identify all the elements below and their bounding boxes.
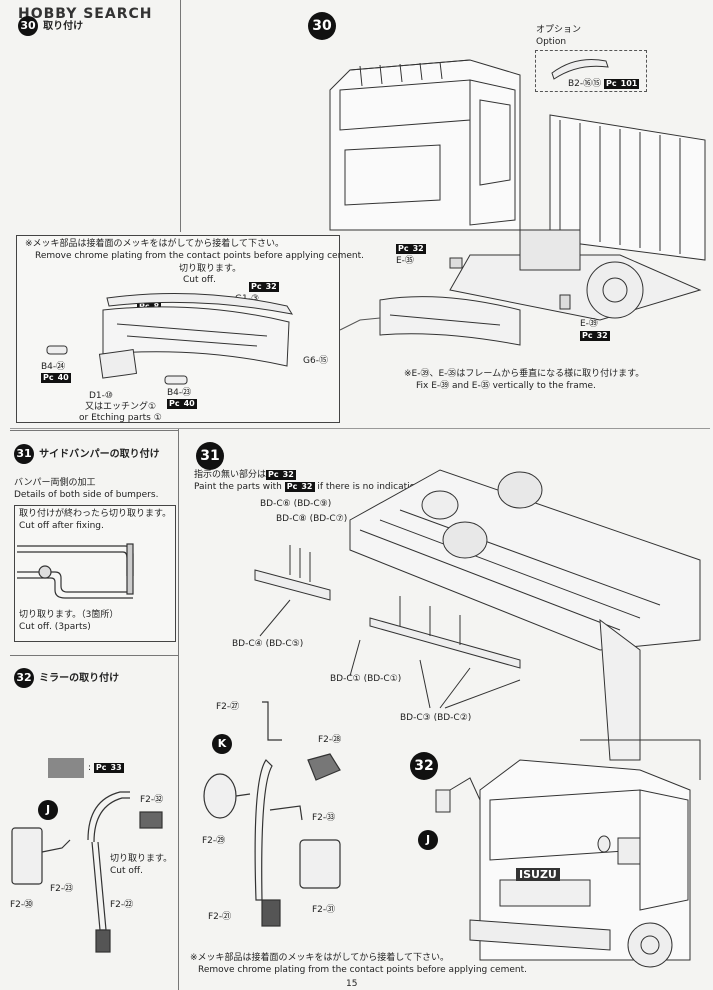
divider (178, 428, 179, 990)
frame-note-jp: ※E-㊴、E-㉟はフレームから垂直になる様に取り付けます。 (404, 369, 645, 379)
step-number: 31 (14, 444, 34, 464)
f30-label: F2-㉚ (10, 900, 34, 910)
g6-label: G6-⑮ (303, 356, 328, 366)
marker-k: K (212, 734, 232, 754)
f22-label: F2-㉒ (110, 900, 134, 910)
cut-en: Cut off. (3parts) (19, 622, 91, 632)
e39-label: E-㊴ (580, 319, 598, 329)
step-title: 取り付け (43, 21, 84, 32)
step-number-31: 31 (196, 442, 224, 470)
f21-label: F2-㉑ (208, 912, 232, 922)
bumper-exploded-drawing (46, 293, 294, 385)
option-label-jp: オプション (536, 25, 582, 35)
color-swatch (48, 758, 84, 778)
mirror-left-drawing (11, 791, 163, 953)
step-number: 30 (18, 16, 38, 36)
side-bumper-detail-box: 取り付けが終わったら切り取ります。 Cut off after fixing. … (14, 505, 176, 642)
f32-label: F2-㉜ (140, 795, 164, 805)
divider (10, 655, 178, 656)
b4-23-label: B4-㉓ (167, 388, 192, 398)
b4-24-label: B4-㉔ (41, 362, 66, 372)
side-bumper-drawing (17, 543, 134, 599)
step-32-left-header: 32 ミラーの取り付け (14, 666, 119, 688)
chrome-note-en-2: Remove chrome plating from the contact p… (198, 965, 527, 975)
bd6-label: BD-C⑥ (BD-C⑨) (260, 499, 332, 509)
cut-jp: 切り取ります。（3箇所） (19, 610, 119, 620)
sub-jp: バンパー両側の加工 (14, 478, 96, 488)
sub-en: Details of both side of bumpers. (14, 490, 159, 500)
marker-j: J (38, 800, 58, 820)
chrome-note-jp: ※メッキ部品は接着面のメッキをはがしてから接着して下さい。 (25, 239, 285, 249)
f33-label: F2-㉝ (312, 813, 336, 823)
step-number-32: 32 (410, 752, 438, 780)
bumper-detail-box: ※メッキ部品は接着面のメッキをはがしてから接着して下さい。 Remove chr… (16, 235, 364, 423)
f27-label: F2-㉗ (216, 702, 240, 712)
d1-en: or Etching parts ① (79, 413, 162, 423)
visor-part-drawing (551, 59, 609, 80)
f29-label: F2-㉙ (202, 836, 226, 846)
divider (10, 430, 178, 431)
step-number: 32 (14, 668, 34, 688)
step-title: サイドバンパーの取り付け (39, 449, 160, 460)
bd3-label: BD-C③ (BD-C②) (400, 713, 472, 723)
chrome-note-jp-2: ※メッキ部品は接着面のメッキをはがしてから接着して下さい。 (190, 953, 450, 963)
option-label-en: Option (536, 37, 567, 47)
f28-label: F2-㉘ (318, 735, 342, 745)
bd1-label: BD-C① (BD-C①) (330, 674, 402, 684)
cut-en: Cut off. (110, 866, 143, 876)
bd4-label: BD-C④ (BD-C⑤) (232, 639, 304, 649)
cut-jp: 切り取ります。 (110, 854, 173, 864)
chrome-note-en: Remove chrome plating from the contact p… (35, 251, 364, 261)
f23-label: F2-㉓ (50, 884, 74, 894)
frame-note-en: Fix E-㊴ and E-㉟ vertically to the frame. (416, 381, 596, 391)
cutoff-jp: 切り取ります。 (179, 264, 242, 274)
e35-label: E-㉟ (396, 256, 414, 266)
box-en: Cut off after fixing. (19, 521, 104, 531)
step-title: ミラーの取り付け (39, 673, 120, 684)
f31-label: F2-㉛ (312, 905, 336, 915)
watermark: HOBBY SEARCH (18, 6, 153, 22)
step-30-left-header: 30 取り付け (18, 14, 83, 36)
grille-badge: ISUZU (516, 868, 560, 881)
step-number-30: 30 (308, 12, 336, 40)
divider (10, 428, 710, 429)
cutoff-en: Cut off. (183, 275, 216, 285)
d1-label: D1-⑩ (89, 391, 113, 401)
box-jp: 取り付けが終わったら切り取ります。 (19, 509, 172, 519)
step-31-left-header: 31 サイドバンパーの取り付け (14, 442, 160, 464)
marker-j-main: J (418, 830, 438, 850)
divider (180, 0, 181, 232)
bd8-label: BD-C⑧ (BD-C⑦) (276, 514, 348, 524)
d1-jp: 又はエッチング① (85, 402, 157, 412)
page-number: 15 (346, 979, 358, 989)
